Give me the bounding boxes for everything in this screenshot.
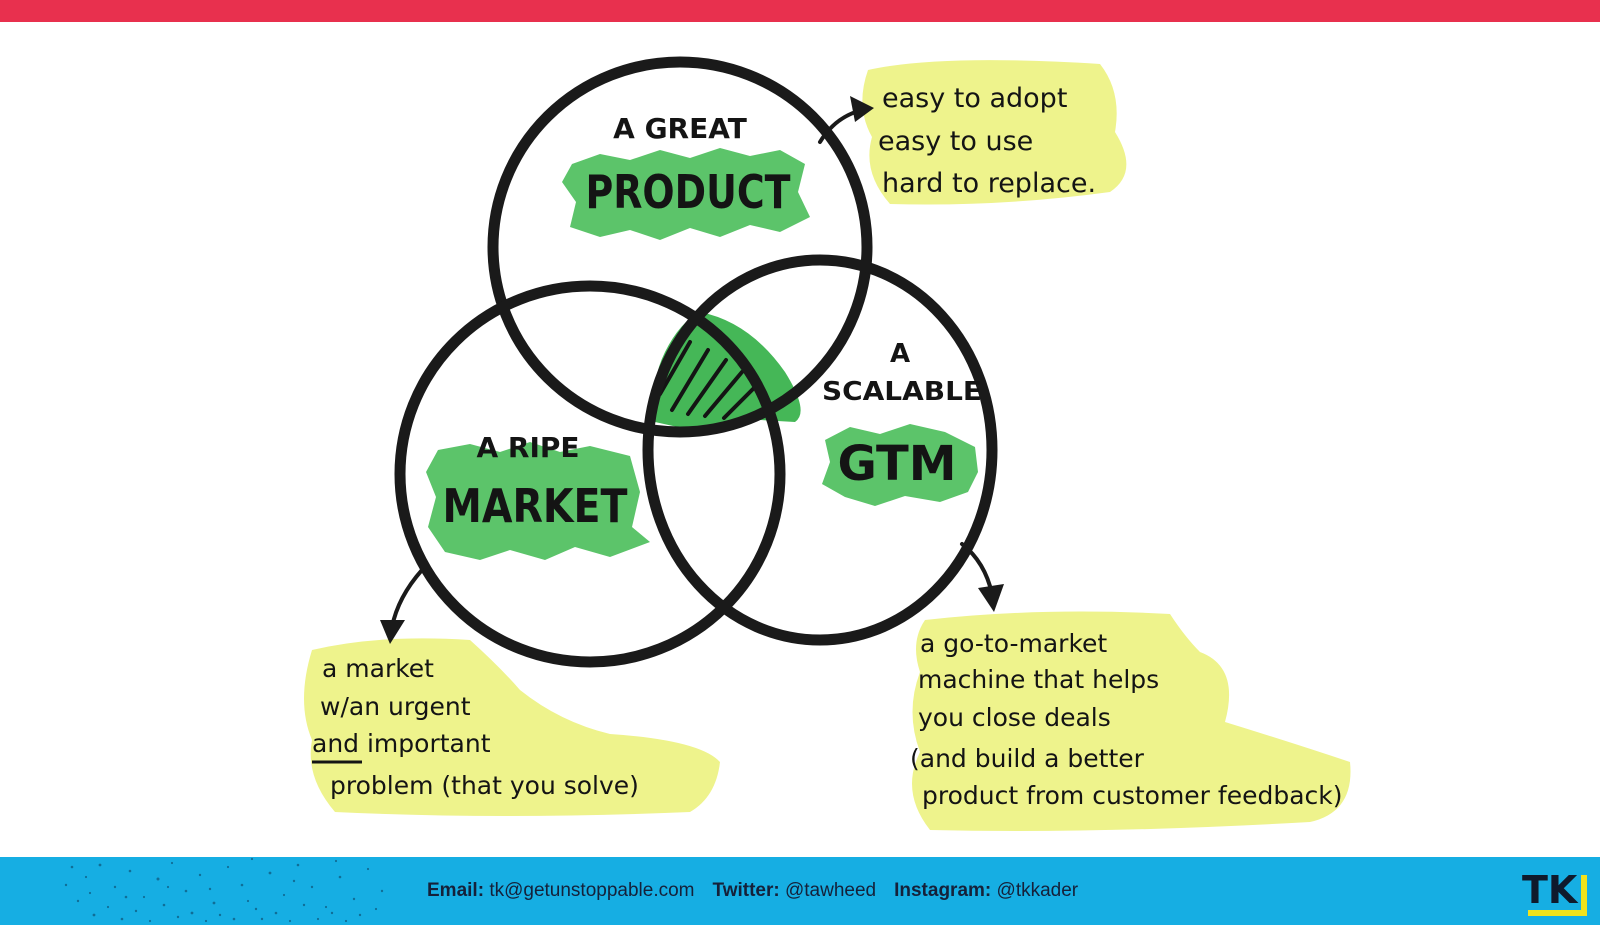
market-note-line: and important bbox=[312, 729, 491, 758]
market-note-line: a market bbox=[322, 654, 434, 683]
market-arrow-head bbox=[380, 620, 405, 644]
market-note: a market w/an urgent and important probl… bbox=[312, 654, 639, 800]
gtm-top-label-line1: A bbox=[890, 339, 910, 369]
gtm-top-label-line2: SCALABLE bbox=[822, 377, 982, 407]
footer-bar: Email: tk@getunstoppable.com Twitter: @t… bbox=[0, 857, 1600, 925]
market-main-label: MARKET bbox=[443, 479, 629, 533]
gtm-note-line: you close deals bbox=[918, 703, 1111, 732]
gtm-circle bbox=[642, 254, 998, 646]
market-top-label: A RIPE bbox=[476, 431, 579, 464]
email-value: tk@getunstoppable.com bbox=[489, 880, 695, 901]
gtm-note-line: product from customer feedback) bbox=[922, 781, 1343, 810]
market-highlight bbox=[426, 442, 650, 560]
instagram-item[interactable]: Instagram: @tkkader bbox=[894, 880, 1078, 902]
product-top-label: A GREAT bbox=[613, 112, 747, 145]
gtm-arrow-head bbox=[978, 584, 1004, 612]
product-highlight bbox=[562, 148, 810, 240]
product-note-line: easy to use bbox=[878, 126, 1033, 157]
gtm-note-line: (and build a better bbox=[910, 744, 1145, 773]
product-main-label: PRODUCT bbox=[586, 165, 792, 219]
twitter-item[interactable]: Twitter: @tawheed bbox=[713, 880, 877, 902]
twitter-label: Twitter: bbox=[712, 880, 780, 901]
product-note-line: easy to adopt bbox=[882, 83, 1067, 114]
product-note-line: hard to replace. bbox=[882, 168, 1096, 199]
center-hatching bbox=[658, 340, 758, 420]
gtm-highlight bbox=[822, 424, 978, 506]
product-note: easy to adopt easy to use hard to replac… bbox=[878, 83, 1096, 199]
logo-text: TK bbox=[1522, 868, 1579, 912]
email-item[interactable]: Email: tk@getunstoppable.com bbox=[427, 880, 695, 902]
slide-canvas: A GREAT PRODUCT A RIPE MARKET A SCALABLE… bbox=[0, 22, 1600, 857]
market-note-line: w/an urgent bbox=[320, 692, 471, 721]
venn-circles bbox=[394, 56, 998, 668]
market-note-highlight bbox=[304, 638, 720, 816]
market-circle bbox=[394, 280, 786, 668]
top-accent-bar bbox=[0, 0, 1600, 22]
venn-diagram: A GREAT PRODUCT A RIPE MARKET A SCALABLE… bbox=[304, 56, 1351, 831]
instagram-label: Instagram: bbox=[894, 880, 992, 901]
logo-frame bbox=[1528, 875, 1587, 916]
market-arrow bbox=[390, 568, 424, 629]
gtm-note-line: machine that helps bbox=[918, 665, 1159, 694]
market-note-line: problem (that you solve) bbox=[330, 771, 639, 800]
contact-info: Email: tk@getunstoppable.com Twitter: @t… bbox=[427, 857, 1096, 925]
speckle-pattern bbox=[64, 857, 384, 923]
instagram-value: @tkkader bbox=[996, 880, 1079, 901]
twitter-value: @tawheed bbox=[784, 880, 877, 901]
product-arrow-head bbox=[850, 96, 874, 122]
product-note-highlight bbox=[862, 60, 1127, 205]
email-label: Email: bbox=[427, 880, 485, 901]
gtm-note-line: a go-to-market bbox=[920, 629, 1107, 658]
gtm-note-highlight bbox=[912, 611, 1351, 831]
product-circle bbox=[487, 56, 873, 438]
tk-logo: TK bbox=[1522, 868, 1587, 916]
gtm-main-label: GTM bbox=[837, 436, 956, 492]
gtm-note: a go-to-market machine that helps you cl… bbox=[910, 629, 1343, 810]
